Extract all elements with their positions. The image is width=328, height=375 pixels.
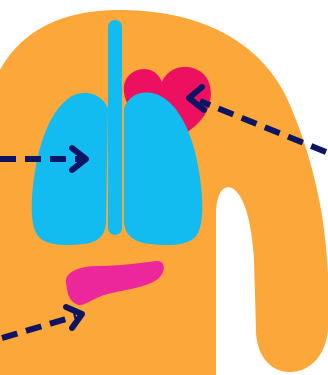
trachea <box>108 20 122 235</box>
